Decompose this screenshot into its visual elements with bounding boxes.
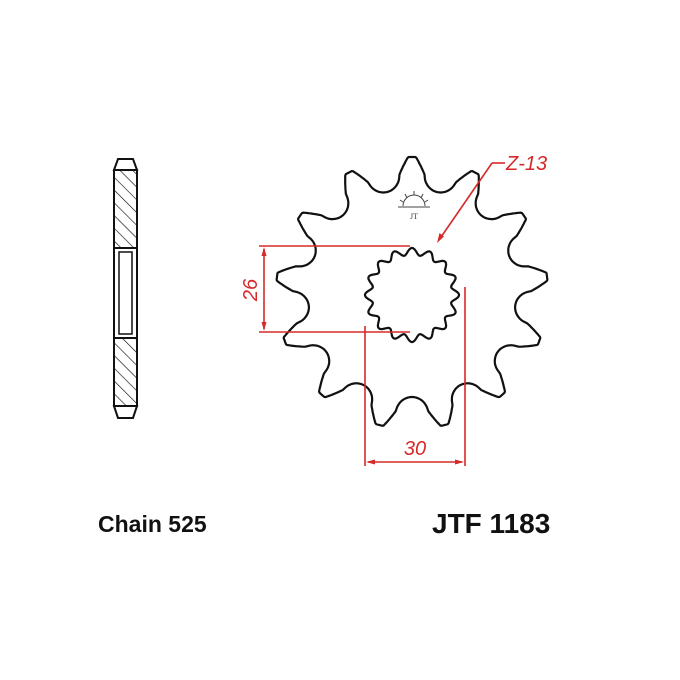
- side-bottom-hatch: [113, 337, 138, 407]
- part-number-label: JTF 1183: [432, 508, 550, 539]
- side-hub-inner: [118, 251, 133, 335]
- side-top-chamfer: [112, 158, 139, 171]
- dimension-height: [259, 245, 410, 333]
- svg-text:JT: JT: [410, 212, 418, 221]
- teeth-count-leader: [437, 162, 505, 243]
- width-dimension-label: 30: [404, 438, 426, 460]
- side-top-hatch: [113, 169, 138, 249]
- side-view: [112, 158, 139, 419]
- sprocket-outline: [275, 155, 549, 427]
- side-hub-gap: [113, 247, 138, 339]
- spline-bore-outline: [363, 246, 461, 344]
- dimension-width: [364, 287, 466, 466]
- teeth-count-label: Z-13: [505, 153, 547, 175]
- height-dimension-label: 26: [240, 278, 262, 302]
- side-bottom-chamfer: [112, 405, 139, 419]
- logo-icon: JT: [398, 191, 430, 221]
- chain-label: Chain 525: [98, 511, 207, 537]
